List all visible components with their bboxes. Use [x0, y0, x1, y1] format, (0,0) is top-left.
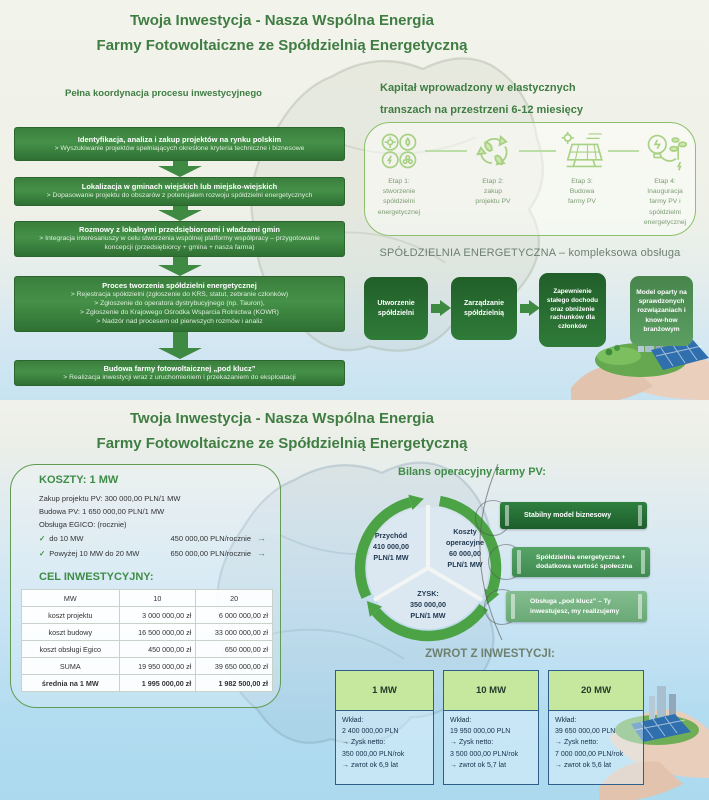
- coop-box-1: Utworzenie spółdzielni: [364, 277, 428, 340]
- etap-connector: [608, 150, 639, 152]
- page-title-line2: Farmy Fotowoltaiczne ze Spółdzielnią Ene…: [96, 37, 468, 54]
- slide-top: Twoja Inwestycja - Nasza Wspólna Energia…: [0, 0, 709, 400]
- step-body: > Integracja interesariuszy w celu stwor…: [39, 235, 320, 252]
- recycle-leaves-icon: [476, 134, 508, 166]
- roi-card-body: Wkład:2 400 000,00 PLN→ Zysk netto:350 0…: [342, 717, 405, 769]
- roi-card-header: 10 MW: [444, 671, 538, 711]
- coop-heading: SPÓŁDZIELNIA ENERGETYCZNA – kompleksowa …: [379, 247, 681, 259]
- step-title: Budowa farmy fotowoltaicznej „pod klucz”: [103, 363, 256, 373]
- coop-box-2: Zarządzanie spółdzielnią: [451, 277, 517, 340]
- page-title-line1: Twoja Inwestycja - Nasza Wspólna Energia: [130, 410, 434, 427]
- benefit-pill-2: Spółdzielnia energetyczna + dodatkowa wa…: [512, 547, 650, 577]
- balance-heading: Bilans operacyjny farmy PV:: [398, 466, 546, 478]
- costs-heading: KOSZTY: 1 MW: [39, 474, 119, 486]
- table-row: SUMA 19 950 000,00 zł 39 650 000,00 zł: [21, 657, 273, 675]
- table-row: koszt obsługi Egico 450 000,00 zł 650 00…: [21, 640, 273, 658]
- roi-card-body: Wkład:39 650 000,00 PLN→ Zysk netto:7 00…: [555, 717, 624, 769]
- cost-line-project: Zakup projektu PV: 300 000,00 PLN/1 MW: [39, 494, 181, 503]
- arrow-down-icon: [158, 161, 202, 177]
- page-title: Twoja Inwestycja - Nasza Wspólna Energia…: [12, 406, 552, 456]
- table-row-average: średnia na 1 MW 1 995 000,00 zł 1 982 50…: [21, 674, 273, 692]
- check-icon: ✓: [39, 549, 46, 558]
- page-title: Twoja Inwestycja - Nasza Wspólna Energia…: [12, 8, 552, 58]
- goal-heading: CEL INWESTYCYJNY:: [39, 571, 154, 583]
- process-step-2: Lokalizacja w gminach wiejskich lub miej…: [14, 177, 345, 206]
- process-step-5: Budowa farmy fotowoltaicznej „pod klucz”…: [14, 360, 345, 386]
- segment-zysk: ZYSK: 350 000,00 PLN/1 MW: [410, 589, 446, 621]
- etap-connector: [425, 150, 467, 152]
- option-value: 450 000,00 PLN/rocznie: [170, 534, 251, 543]
- coop-box-4: Model oparty na sprawdzonych rozwiązania…: [630, 276, 693, 346]
- step-title: Identyfikacja, analiza i zakup projektów…: [77, 134, 282, 144]
- arrow-down-icon: [158, 257, 202, 276]
- cost-line-build: Budowa PV: 1 650 000,00 PLN/1 MW: [39, 507, 165, 516]
- slide-bottom: Twoja Inwestycja - Nasza Wspólna Energia…: [0, 400, 709, 800]
- cost-option-row: ✓Powyżej 10 MW do 20 MW 650 000,00 PLN/r…: [39, 548, 266, 561]
- roi-card-10mw: 10 MW Wkład:19 950 000,00 PLN→ Zysk nett…: [443, 670, 539, 785]
- step-title: Lokalizacja w gminach wiejskich lub miej…: [81, 182, 278, 192]
- arrow-right-icon: [431, 300, 451, 316]
- investment-goal-table: MW 10 20 koszt projektu 3 000 000,00 zł …: [21, 589, 273, 692]
- cost-line-service: Obsługa EGICO: (rocznie): [39, 520, 127, 529]
- segment-koszty: Koszty operacyjne 60 000,00 PLN/1 MW: [446, 527, 484, 570]
- process-step-3: Rozmowy z lokalnymi przedsiębiorcami i w…: [14, 221, 345, 257]
- arrow-down-icon: [158, 332, 202, 359]
- arrow-right-icon: →: [257, 533, 266, 543]
- table-row: koszt projektu 3 000 000,00 zł 6 000 000…: [21, 606, 273, 624]
- page-title-line1: Twoja Inwestycja - Nasza Wspólna Energia: [130, 12, 434, 29]
- arrow-right-icon: →: [257, 548, 266, 558]
- table-row: koszt budowy 16 500 000,00 zł 33 000 000…: [21, 623, 273, 641]
- coop-box-3: Zapewnienie stałego dochodu oraz obniżen…: [539, 273, 606, 347]
- solar-panel-icon: [561, 131, 603, 168]
- roi-card-body: Wkład:19 950 000,00 PLN→ Zysk netto:3 50…: [450, 717, 519, 769]
- step-body: > Rejestracja spółdzielni (zgłoszenie do…: [70, 291, 289, 325]
- option-label: Powyżej 10 MW do 20 MW: [49, 549, 140, 558]
- option-label: do 10 MW: [49, 534, 84, 543]
- benefit-pill-1: Stabilny model biznesowy: [500, 502, 647, 529]
- roi-card-20mw: 20 MW Wkład:39 650 000,00 PLN→ Zysk nett…: [548, 670, 644, 785]
- benefit-pill-3: Obsługa „pod klucz” – Ty inwestujesz, my…: [506, 591, 647, 622]
- roi-card-1mw: 1 MW Wkład:2 400 000,00 PLN→ Zysk netto:…: [335, 670, 434, 785]
- energy-sources-icon: [381, 133, 417, 169]
- roi-card-header: 20 MW: [549, 671, 643, 711]
- process-heading: Pełna koordynacja procesu inwestycyjnego: [65, 88, 262, 99]
- step-title: Proces tworzenia spółdzielni energetyczn…: [102, 281, 257, 291]
- step-body: > Dopasowanie projektu do obszarów z pot…: [46, 192, 313, 200]
- arrow-down-icon: [158, 206, 202, 221]
- step-body: > Wyszukiwanie projektów spełniających o…: [54, 144, 305, 152]
- segment-przychod: Przychód 410 000,00 PLN/1 MW: [373, 531, 409, 563]
- cost-option-row: ✓do 10 MW 450 000,00 PLN/rocznie →: [39, 533, 266, 546]
- step-body: > Realizacja inwestycji wraz z uruchomie…: [63, 373, 296, 381]
- process-step-4: Proces tworzenia spółdzielni energetyczn…: [14, 276, 345, 332]
- step-title: Rozmowy z lokalnymi przedsiębiorcami i w…: [79, 225, 280, 235]
- option-value: 650 000,00 PLN/rocznie: [170, 549, 251, 558]
- process-step-1: Identyfikacja, analiza i zakup projektów…: [14, 127, 345, 161]
- roi-card-header: 1 MW: [336, 671, 433, 711]
- bulb-plant-icon: [647, 134, 687, 171]
- roi-heading: ZWROT Z INWESTYCJI:: [425, 648, 555, 660]
- capital-heading-line1: Kapitał wprowadzony w elastycznych: [380, 82, 576, 94]
- page-title-line2: Farmy Fotowoltaiczne ze Spółdzielnią Ene…: [96, 435, 468, 452]
- table-header-row: MW 10 20: [21, 589, 273, 607]
- costs-panel: KOSZTY: 1 MW Zakup projektu PV: 300 000,…: [10, 464, 281, 708]
- arrow-right-icon: [520, 300, 540, 316]
- capital-heading-line2: transzach na przestrzeni 6-12 miesięcy: [380, 104, 583, 116]
- check-icon: ✓: [39, 534, 46, 543]
- etap-connector: [519, 150, 556, 152]
